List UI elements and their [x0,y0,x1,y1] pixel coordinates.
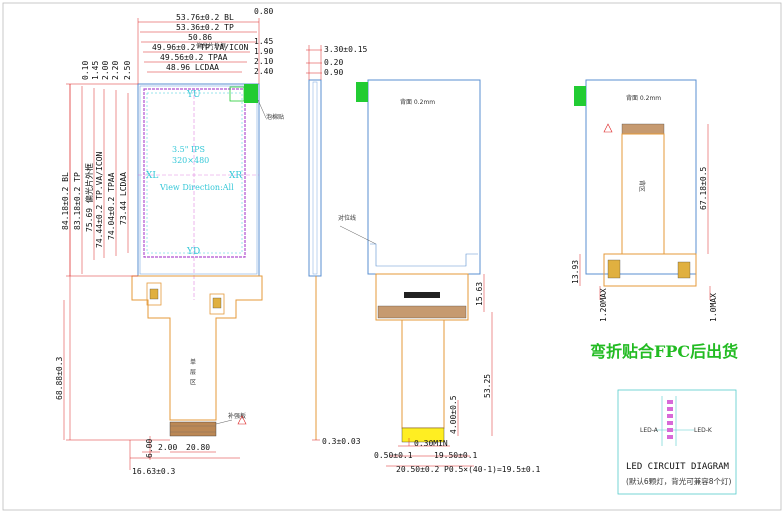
right-cn-label: 背区 [638,180,646,192]
top-dim-r2: 1.45 [254,37,273,46]
green-marker-right [574,86,586,106]
top-dim-tp: 53.36±0.2 TP [176,23,234,32]
bottom-dim-20: 20.80 [186,443,210,452]
led-box [617,389,737,495]
svg-text:1.45: 1.45 [91,61,100,80]
svg-text:2.00: 2.00 [101,61,110,80]
left-top-small-dims: 0.10 1.45 2.00 2.20 2.50 [81,61,132,80]
fpc-label-2: 层 [190,369,196,376]
fpc-connector-right [209,293,225,315]
view-direction-label: View Direction:All [159,183,234,192]
lcd-aa [146,92,243,254]
top-dim-r5: 2.40 [254,67,273,76]
top-dim-r4: 2.10 [254,57,273,66]
back-dim-1950: 19.50±0.1 [434,451,478,460]
top-dim-tpaa: 49.56±0.2 TPAA [160,53,228,62]
top-dim-polarizer: 50.86 [188,33,212,42]
led-diagram-title: LED CIRCUIT DIAGRAM [626,462,729,472]
fpc-front [131,275,263,421]
vert-dim-tp: 83.18±0.2 TP [73,172,82,230]
side-view: 3.30±0.15 0.20 0.90 0.3±0.03 [306,45,368,446]
fpc-connector-left [146,282,162,306]
back-dim-2050: 20.50±0.2 [396,465,440,474]
top-dim-lcdaa: 48.96 LCDAA [166,63,219,72]
side-alignment-note: 对位线 [338,214,356,222]
back-dim-pitch: P0.5×(40-1)=19.5±0.1 [444,465,541,474]
top-dim-tpva: 49.96±0.2 TP.VA/ICON [152,43,249,52]
led-k-label: LED-K [694,427,713,434]
stiffener-note: 泡棉贴 [266,113,284,121]
top-dim-polarizer-cn: 偏光片外框 [196,42,226,50]
active-area [143,88,246,258]
back-dim-53: 53.25 [483,374,492,398]
top-dim-bl: 53.76±0.2 BL [176,13,234,22]
back-dim-030min: 0.30MIN [414,439,448,448]
bottom-total-dim: 16.63±0.3 [132,467,176,476]
fpc-label-1: 单 [190,358,196,366]
resolution-label: 320×480 [172,156,209,165]
top-dim-r1: 0.80 [254,7,273,16]
back-dim-4: 4.00±0.5 [449,395,458,434]
top-dim-r3: 1.90 [254,47,273,56]
vert-dim-tpva: 74.44±0.2 TP.VA/ICON [95,151,104,248]
bottom-dim-2: 2.00 [158,443,177,452]
vert-dim-polarizer: 75.69 偏光片外框 [84,163,94,232]
axis-bottom-label: YD [186,247,200,257]
back-outline [367,79,481,275]
top-dimensions [137,18,260,84]
vert-dim-bl: 84.18±0.2 BL [61,172,70,230]
right-dim-max-right: 1.0MAX [709,293,718,322]
back-text: 背面 0.2mm [400,98,435,106]
stiffener-bottom-note: 补强板 [228,412,246,420]
size-label: 3.5" IPS [172,145,205,154]
led-a-label: LED-A [640,427,659,434]
right-top-text: 背面 0.2mm [626,94,661,102]
fpc-label-3: 区 [190,379,196,386]
gold-finger-front [169,421,217,437]
right-outline [585,79,697,275]
side-body [308,79,322,277]
led-diagram-note: (默认6颗灯，背光可兼容8个灯) [626,477,732,486]
green-marker-back [356,82,368,102]
front-view: 泡棉贴 YU YD XL XR 3.5" IPS 320×480 View Di… [55,7,284,476]
svg-text:2.50: 2.50 [123,61,132,80]
side-dim-0-20: 0.20 [324,58,343,67]
bend-note: 弯折贴合FPC后出货 [590,342,739,361]
fpc-total-dim: 68.88±0.3 [55,356,64,400]
bottom-dim-6: 6.00 [145,439,154,458]
right-height-dim: 67.18±0.5 [699,166,708,210]
vert-dim-tpaa: 74.04±0.2 TPAA [107,172,116,240]
vert-dim-lcdaa: 73.44 LCDAA [119,172,128,225]
svg-text:0.10: 0.10 [81,61,90,80]
led-circuit-diagram: LED-A LED-K [617,389,737,495]
green-marker-front [244,84,258,103]
tp-outline [139,85,258,275]
axis-top-label: YU [186,90,201,100]
right-dim-max-left: 1.20MAX [599,288,608,322]
back-fpc-tail [401,319,445,429]
sheet-border [2,2,782,511]
side-dim-thickness: 3.30±0.15 [324,45,368,54]
back-view: 背面 0.2mm 对位线 15.63 53.25 4.00±0.5 0.30MI… [338,79,541,474]
right-view: 背面 0.2mm 背区 67.18±0.5 13.93 1.20MAX 1.0M… [571,79,718,322]
side-dim-0-90: 0.90 [324,68,343,77]
right-fpc-tail [621,133,665,255]
right-dim-1393: 13.93 [571,260,580,284]
back-dim-15: 15.63 [475,282,484,306]
svg-text:2.20: 2.20 [111,61,120,80]
side-bottom-dim: 0.3±0.03 [322,437,361,446]
axis-left-label: XL [146,171,158,181]
axis-right-label: XR [229,171,242,181]
back-gold-finger [401,427,445,443]
back-dim-050: 0.50±0.1 [374,451,413,460]
